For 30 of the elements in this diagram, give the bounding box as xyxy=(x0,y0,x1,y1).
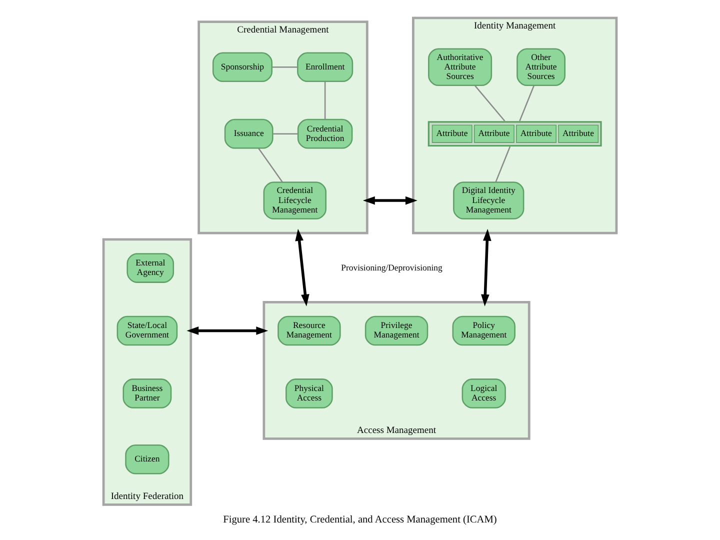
arrow xyxy=(186,326,268,335)
node-box: Enrollment xyxy=(297,52,354,82)
connector xyxy=(519,85,534,122)
arrow xyxy=(481,228,492,306)
node-box: Logical Access xyxy=(462,378,506,408)
connector xyxy=(272,66,298,68)
connector xyxy=(474,85,506,122)
arrow xyxy=(362,196,418,205)
node-box: Credential Lifecycle Management xyxy=(263,182,326,220)
node-box: Privilege Management xyxy=(364,316,428,346)
connector xyxy=(272,133,298,134)
node-box: Issuance xyxy=(224,118,274,149)
node-box: Digital Identity Lifecycle Management xyxy=(453,182,524,220)
node-box: Business Partner xyxy=(122,378,172,408)
node-box: Authoritative Attribute Sources xyxy=(428,48,492,86)
node-box: External Agency xyxy=(126,253,174,283)
caption: Figure 4.12 Identity, Credential, and Access Management (ICAM) xyxy=(223,514,497,526)
arrow xyxy=(295,228,310,306)
node-box: Policy Management xyxy=(452,316,516,346)
node-box: Credential Production xyxy=(297,118,353,149)
node-box: Resource Management xyxy=(278,316,341,346)
connector xyxy=(258,148,284,183)
label: Provisioning/Deprovisioning xyxy=(341,262,442,272)
connector xyxy=(495,146,511,182)
node-box: Sponsorship xyxy=(212,52,272,82)
node-box: Other Attribute Sources xyxy=(516,48,566,86)
node-box: State/Local Government xyxy=(116,316,178,346)
node-box: Citizen xyxy=(125,444,170,474)
connector xyxy=(324,82,326,120)
node-box: Physical Access xyxy=(286,378,333,408)
